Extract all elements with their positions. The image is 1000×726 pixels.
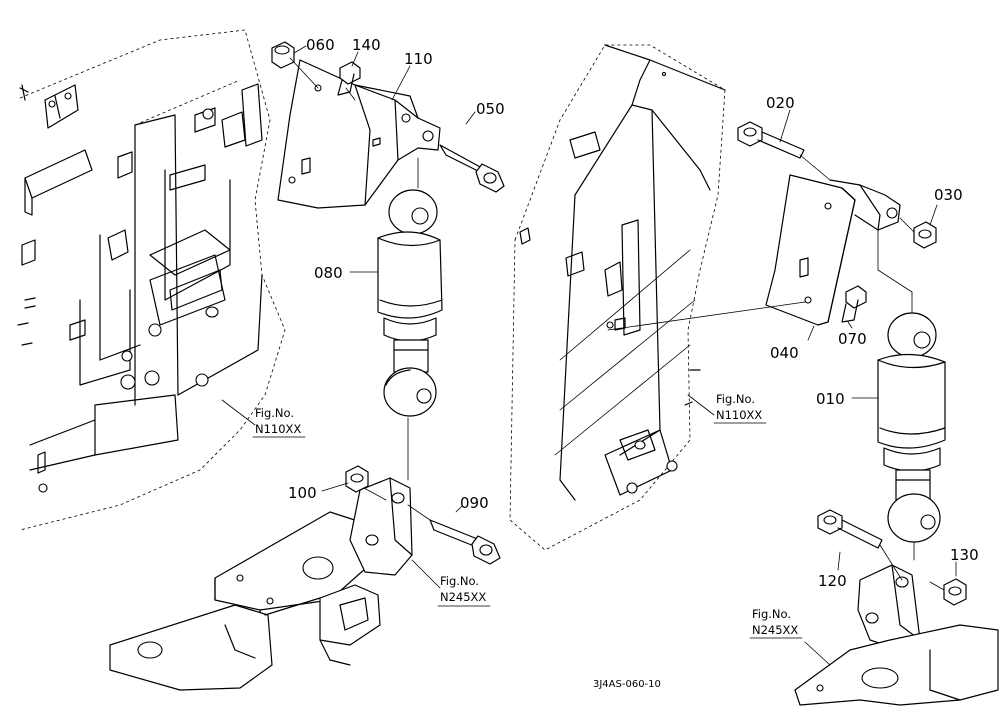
lower-mount-bracket-left — [109, 477, 413, 691]
nut-060 — [271, 41, 295, 69]
left-bracket-ref-line2: N245XX — [440, 590, 486, 604]
center-frame-assembly — [509, 44, 726, 551]
right-bracket-figure-ref: Fig.No. N245XX — [749, 607, 831, 666]
callout-110: 110 — [404, 50, 433, 68]
nut-100 — [345, 465, 369, 493]
bolt-140 — [337, 61, 361, 96]
right-bracket-ref-line2: N245XX — [752, 623, 798, 637]
right-bracket-ref-line1: Fig.No. — [752, 607, 791, 621]
callout-080: 080 — [314, 264, 343, 282]
left-frame-ref-line2: N110XX — [255, 422, 301, 436]
callout-040: 040 — [770, 344, 799, 362]
upper-mount-bracket-040 — [765, 174, 901, 326]
center-frame-figure-ref: Fig.No. N110XX — [687, 392, 767, 424]
callout-labels: 060 140 110 050 080 100 090 020 030 070 … — [288, 36, 979, 590]
callout-070: 070 — [838, 330, 867, 348]
left-bracket-ref-line1: Fig.No. — [440, 574, 479, 588]
callout-100: 100 — [288, 484, 317, 502]
callout-leaders — [293, 45, 957, 577]
center-frame-ref-line2: N110XX — [716, 408, 762, 422]
left-frame-figure-ref: Fig.No. N110XX — [221, 399, 306, 438]
shock-absorber-010 — [877, 312, 946, 543]
drawing-code: 3J4AS-060-10 — [593, 679, 661, 690]
callout-030: 030 — [934, 186, 963, 204]
callout-140: 140 — [352, 36, 381, 54]
bolt-050 — [439, 144, 505, 193]
center-frame-ref-line1: Fig.No. — [716, 392, 755, 406]
left-frame-ref-line1: Fig.No. — [255, 406, 294, 420]
nut-130 — [943, 578, 967, 606]
callout-120: 120 — [818, 572, 847, 590]
callout-060: 060 — [306, 36, 335, 54]
callout-020: 020 — [766, 94, 795, 112]
bolt-120 — [817, 509, 883, 549]
callout-090: 090 — [460, 494, 489, 512]
left-frame-assembly — [17, 29, 286, 531]
bolt-020 — [737, 121, 805, 159]
upper-mount-bracket-110 — [277, 59, 441, 209]
bolt-090 — [429, 519, 501, 565]
left-bracket-figure-ref: Fig.No. N245XX — [411, 559, 491, 607]
callout-050: 050 — [476, 100, 505, 118]
shock-absorber-080 — [377, 189, 443, 417]
callout-130: 130 — [950, 546, 979, 564]
nut-030 — [913, 221, 937, 249]
bolt-070 — [841, 285, 867, 323]
callout-010: 010 — [816, 390, 845, 408]
lower-mount-bracket-right — [794, 564, 999, 706]
